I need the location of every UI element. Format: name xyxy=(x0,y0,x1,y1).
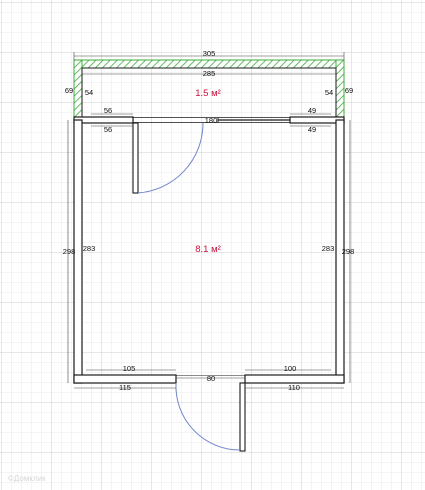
partition-wall-left xyxy=(73,116,134,124)
dim-partition-right-top: 49 xyxy=(308,106,316,115)
dim-bottom-right-outer: 110 xyxy=(288,383,300,392)
dim-left-inner: 283 xyxy=(83,244,96,253)
dim-left-outer: 298 xyxy=(63,247,76,256)
dim-bottom-left-inner: 105 xyxy=(123,364,136,373)
dimension-lines xyxy=(67,52,351,389)
dim-left-balcony-inner: 54 xyxy=(85,88,93,97)
wall-bottom-left xyxy=(73,374,177,384)
dim-right-balcony-outer: 69 xyxy=(345,86,353,95)
balcony-wall-right xyxy=(335,59,345,121)
entrance-door-swing xyxy=(175,382,241,451)
wall-bottom-right xyxy=(244,374,345,384)
dim-top-outer: 305 xyxy=(203,49,216,58)
dim-partition-left-top: 56 xyxy=(104,106,112,115)
dim-left-balcony-outer: 69 xyxy=(65,86,73,95)
dim-right-inner: 283 xyxy=(322,244,335,253)
balcony-wall-left xyxy=(73,59,83,121)
dim-right-balcony-inner: 54 xyxy=(325,88,333,97)
room-walls xyxy=(73,119,345,384)
balcony-door-swing xyxy=(137,122,204,194)
balcony xyxy=(73,59,345,121)
entrance-door-leaf xyxy=(239,382,246,452)
balcony-area-label: 1.5 м² xyxy=(195,88,221,99)
balcony-door-leaf xyxy=(132,122,139,194)
dim-partition-left-bottom: 56 xyxy=(104,125,112,134)
dim-top-inner: 285 xyxy=(203,69,216,78)
balcony-wall-top xyxy=(73,59,345,69)
watermark-text: ©Домклик xyxy=(8,474,46,483)
dim-partition-right-bottom: 49 xyxy=(308,125,316,134)
dim-right-outer: 298 xyxy=(342,247,355,256)
dim-bottom-right-inner: 100 xyxy=(284,364,297,373)
room-area-label: 8.1 м² xyxy=(195,244,221,255)
dim-door-width: 80 xyxy=(207,374,215,383)
dim-opening: 180 xyxy=(205,116,218,125)
dim-bottom-left-outer: 115 xyxy=(119,383,131,392)
